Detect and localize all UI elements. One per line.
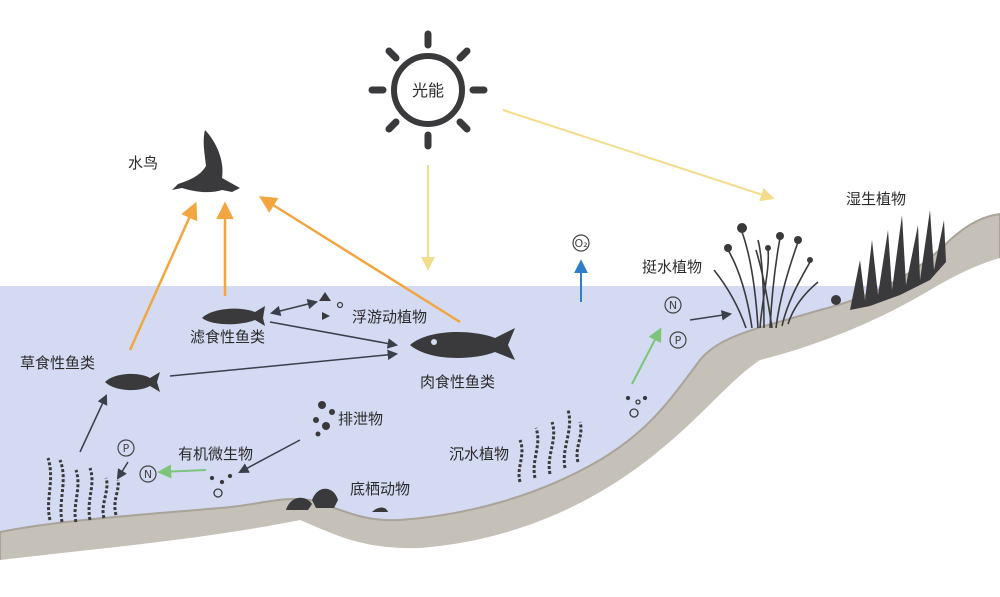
arrow-sun-to-wetland: [502, 109, 775, 202]
arrow-microbes-to-nutrients: [157, 464, 207, 479]
arrow-nutrients-to-emergent: [689, 310, 733, 321]
phosphorus-badge-right: P: [669, 331, 687, 349]
carnivore-fish-label: 肉食性鱼类: [420, 373, 496, 391]
microbes-label: 有机微生物: [178, 445, 254, 463]
arrow-sediment-to-nutrients: [631, 327, 662, 385]
excrement-icon: [313, 401, 335, 437]
submerged-weed-left-icon: [46, 457, 120, 523]
herbivore-fish-label: 草食性鱼类: [20, 354, 96, 372]
reed-flowers-icon: [724, 223, 813, 263]
arrow-herbivore-to-carnivore: [169, 349, 399, 377]
arrow-carnivore-to-bird: [259, 196, 461, 324]
arrow-weed-to-herbivore: [79, 394, 108, 453]
svg-text:P: P: [675, 334, 682, 347]
wetland-plants-label: 湿生植物: [846, 190, 907, 208]
oxygen-badge: O₂: [572, 234, 590, 252]
emergent-plants-icon: [713, 231, 819, 329]
phosphorus-badge-left: P: [117, 439, 135, 457]
benthic-animals-icon: [286, 488, 388, 512]
plankton-label: 浮游动植物: [352, 308, 428, 326]
arrow-filterfish-plankton: [269, 298, 319, 317]
svg-text:N: N: [144, 468, 152, 481]
emergent-plants-label: 挺水植物: [642, 258, 703, 276]
sediment-bubbles-icon: [625, 395, 648, 418]
filter-fish-icon: [202, 306, 265, 326]
submerged-plants-label: 沉水植物: [449, 445, 510, 463]
herbivore-fish-icon: [105, 372, 160, 392]
svg-text:N: N: [669, 299, 677, 312]
svg-text:P: P: [123, 442, 130, 455]
submerged-weed-center-icon: [517, 409, 583, 483]
arrow-filterfish-to-carnivore: [269, 321, 399, 349]
arrow-excrement-to-microbes: [238, 439, 301, 473]
benthic-animals-label: 底栖动物: [350, 480, 411, 498]
svg-text:O₂: O₂: [574, 237, 587, 250]
sun-label: 光能: [412, 81, 444, 100]
nitrogen-badge-right: N: [664, 296, 682, 314]
carnivore-fish-icon: [410, 328, 515, 360]
arrow-herbivore-to-bird: [128, 201, 198, 351]
microbe-bubbles-icon: [209, 473, 233, 498]
filter-fish-label: 滤食性鱼类: [190, 328, 266, 346]
wetland-plants-icon: [850, 210, 946, 310]
waterbird-label: 水鸟: [128, 154, 159, 172]
plankton-icon: [319, 292, 344, 320]
wetland-plant-dot: [831, 295, 841, 305]
nitrogen-badge-left: N: [139, 465, 157, 483]
ground-lower-band: [0, 258, 1000, 597]
arrow-nutrient-to-weed: [116, 461, 129, 480]
sun-icon: 光能: [368, 30, 488, 150]
excrement-label: 排泄物: [338, 410, 384, 428]
waterbird-icon: [172, 130, 240, 193]
